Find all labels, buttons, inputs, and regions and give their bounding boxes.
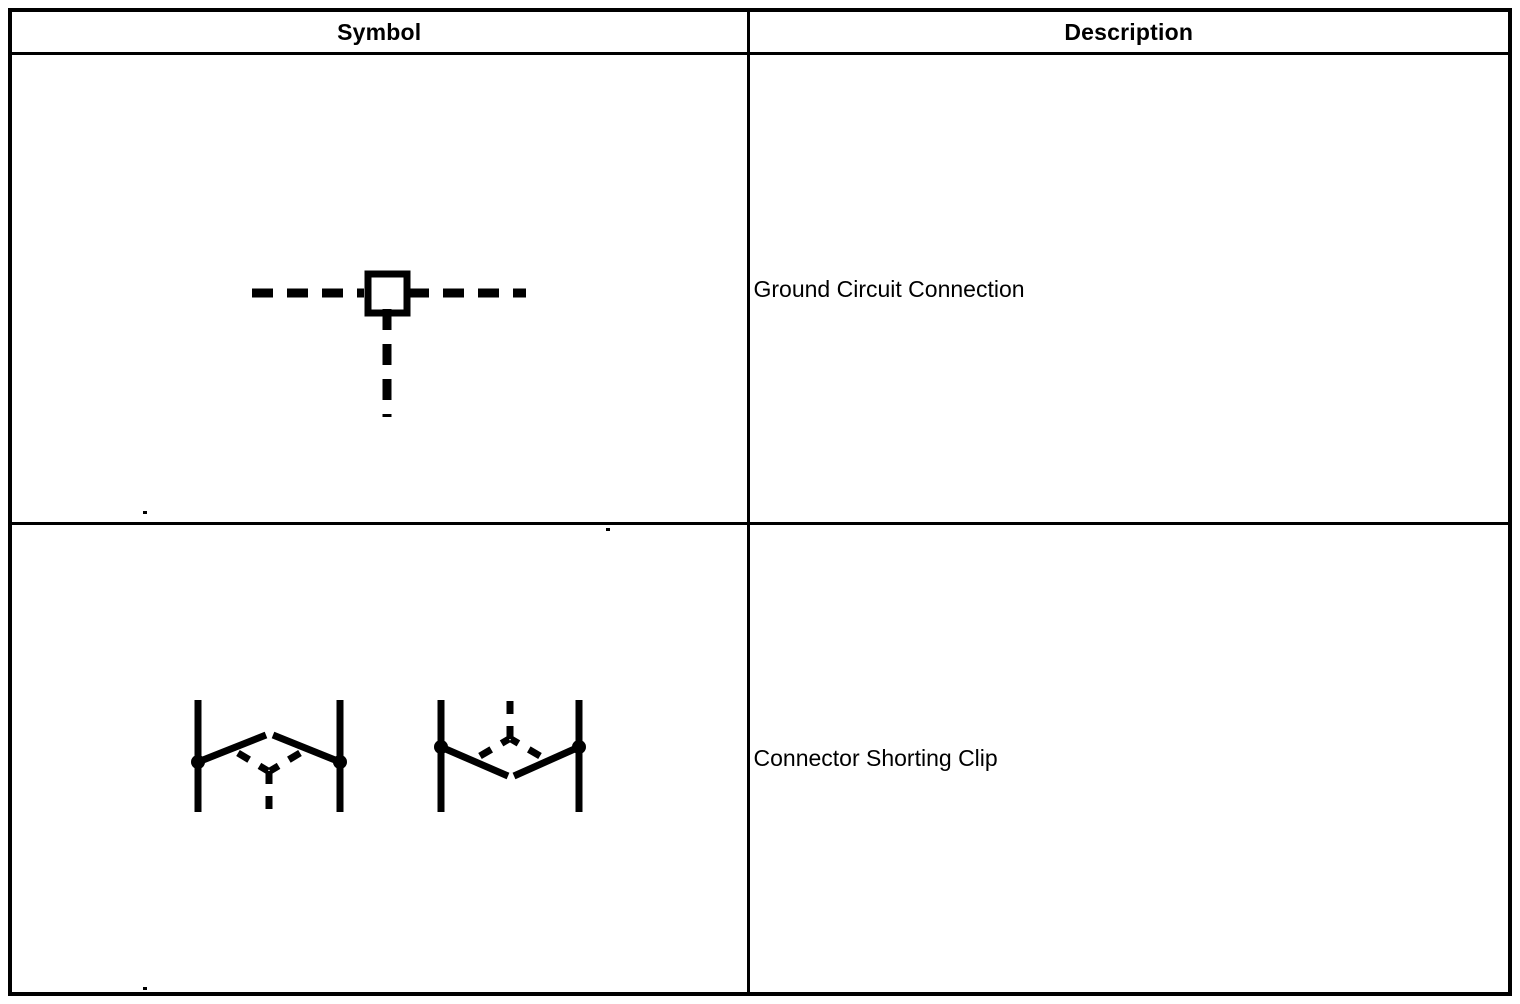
contact-dot-left <box>434 740 448 754</box>
scan-speck <box>606 528 610 531</box>
scan-speck <box>143 987 147 990</box>
scan-speck <box>143 511 147 514</box>
clip-down-orientation <box>434 699 586 812</box>
column-header-description-label: Description <box>1064 19 1194 45</box>
connector-shorting-clip-symbol <box>178 691 608 841</box>
symbol-cell-connector-shorting-clip <box>8 522 750 995</box>
clip-arm-left <box>439 743 510 780</box>
clip-up-orientation <box>191 700 347 812</box>
symbol-legend-table: Symbol Description <box>8 8 1512 996</box>
description-text: Ground Circuit Connection <box>753 275 1025 302</box>
table-header: Symbol Description <box>8 8 1512 55</box>
dashed-vee-right <box>268 749 302 775</box>
contact-dot-right <box>333 755 347 769</box>
column-header-description: Description <box>746 8 1512 55</box>
table-row: Ground Circuit Connection <box>8 52 1512 525</box>
dashed-vee-right <box>509 735 542 760</box>
dashed-vee-left <box>478 735 511 760</box>
contact-dot-left <box>191 755 205 769</box>
column-header-symbol: Symbol <box>8 8 750 55</box>
column-header-symbol-label: Symbol <box>337 19 422 45</box>
clip-arm-left <box>196 731 268 766</box>
symbol-stage <box>12 525 747 992</box>
description-text: Connector Shorting Clip <box>753 745 998 772</box>
symbol-cell-ground-circuit-connection <box>8 52 750 525</box>
symbol-stage <box>12 55 747 522</box>
table-row: Connector Shorting Clip <box>8 522 1512 995</box>
header-row: Symbol Description <box>8 8 1512 55</box>
table-body: Ground Circuit Connection <box>8 52 1512 995</box>
clip-arm-right <box>512 743 581 780</box>
square-terminal <box>364 270 411 317</box>
dashed-vee-left <box>236 749 270 775</box>
clip-arm-right <box>271 731 342 766</box>
ground-circuit-connection-icon <box>252 270 526 417</box>
description-cell-connector-shorting-clip: Connector Shorting Clip <box>746 522 1512 995</box>
contact-dot-right <box>572 740 586 754</box>
ground-circuit-connection-symbol <box>236 215 536 435</box>
description-cell-ground-circuit-connection: Ground Circuit Connection <box>746 52 1512 525</box>
connector-shorting-clip-icon <box>191 699 586 812</box>
